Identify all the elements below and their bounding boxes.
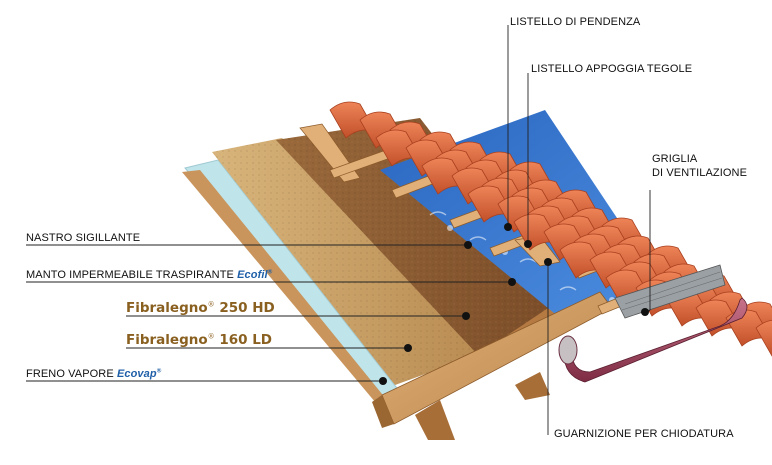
leader-dots	[379, 223, 649, 385]
label-griglia-line1: GRIGLIA	[652, 153, 698, 165]
fibralegno-160-name: Fibralegno	[126, 332, 208, 348]
wood-board-edge	[182, 170, 395, 415]
label-manto-brand: Ecofil®	[237, 269, 273, 281]
roof-tile	[755, 319, 772, 357]
label-freno-vapore: FRENO VAPORE Ecovap®	[26, 368, 161, 380]
ventilation-grille	[614, 264, 726, 319]
label-nastro-sigillante: NASTRO SIGILLANTE	[26, 232, 141, 244]
gutter	[563, 297, 748, 383]
fibralegno-160-code: 160 LD	[219, 332, 273, 348]
label-fibralegno-160: Fibralegno® 160 LD	[126, 332, 273, 348]
label-freno-text: FRENO VAPORE	[26, 368, 114, 380]
label-guarnizione-chiodatura: GUARNIZIONE PER CHIODATURA	[554, 428, 734, 440]
label-griglia-line2: DI VENTILAZIONE	[652, 167, 748, 179]
label-listello-pendenza: LISTELLO DI PENDENZA	[510, 16, 641, 28]
label-manto-text: MANTO IMPERMEABILE TRASPIRANTE	[26, 269, 234, 281]
label-freno-brand: Ecovap®	[116, 368, 162, 380]
label-listello-appoggia-tegole: LISTELLO APPOGGIA TEGOLE	[531, 63, 693, 75]
fibralegno-250-name: Fibralegno	[126, 300, 208, 316]
label-manto-impermeabile: MANTO IMPERMEABILE TRASPIRANTE Ecofil®	[26, 269, 272, 281]
label-griglia-ventilazione: GRIGLIA DI VENTILAZIONE	[652, 152, 747, 180]
fibralegno-250-code: 250 HD	[219, 300, 275, 316]
leader-lines	[26, 25, 651, 435]
label-fibralegno-250: Fibralegno® 250 HD	[126, 300, 275, 316]
roof-tiles	[329, 101, 772, 357]
